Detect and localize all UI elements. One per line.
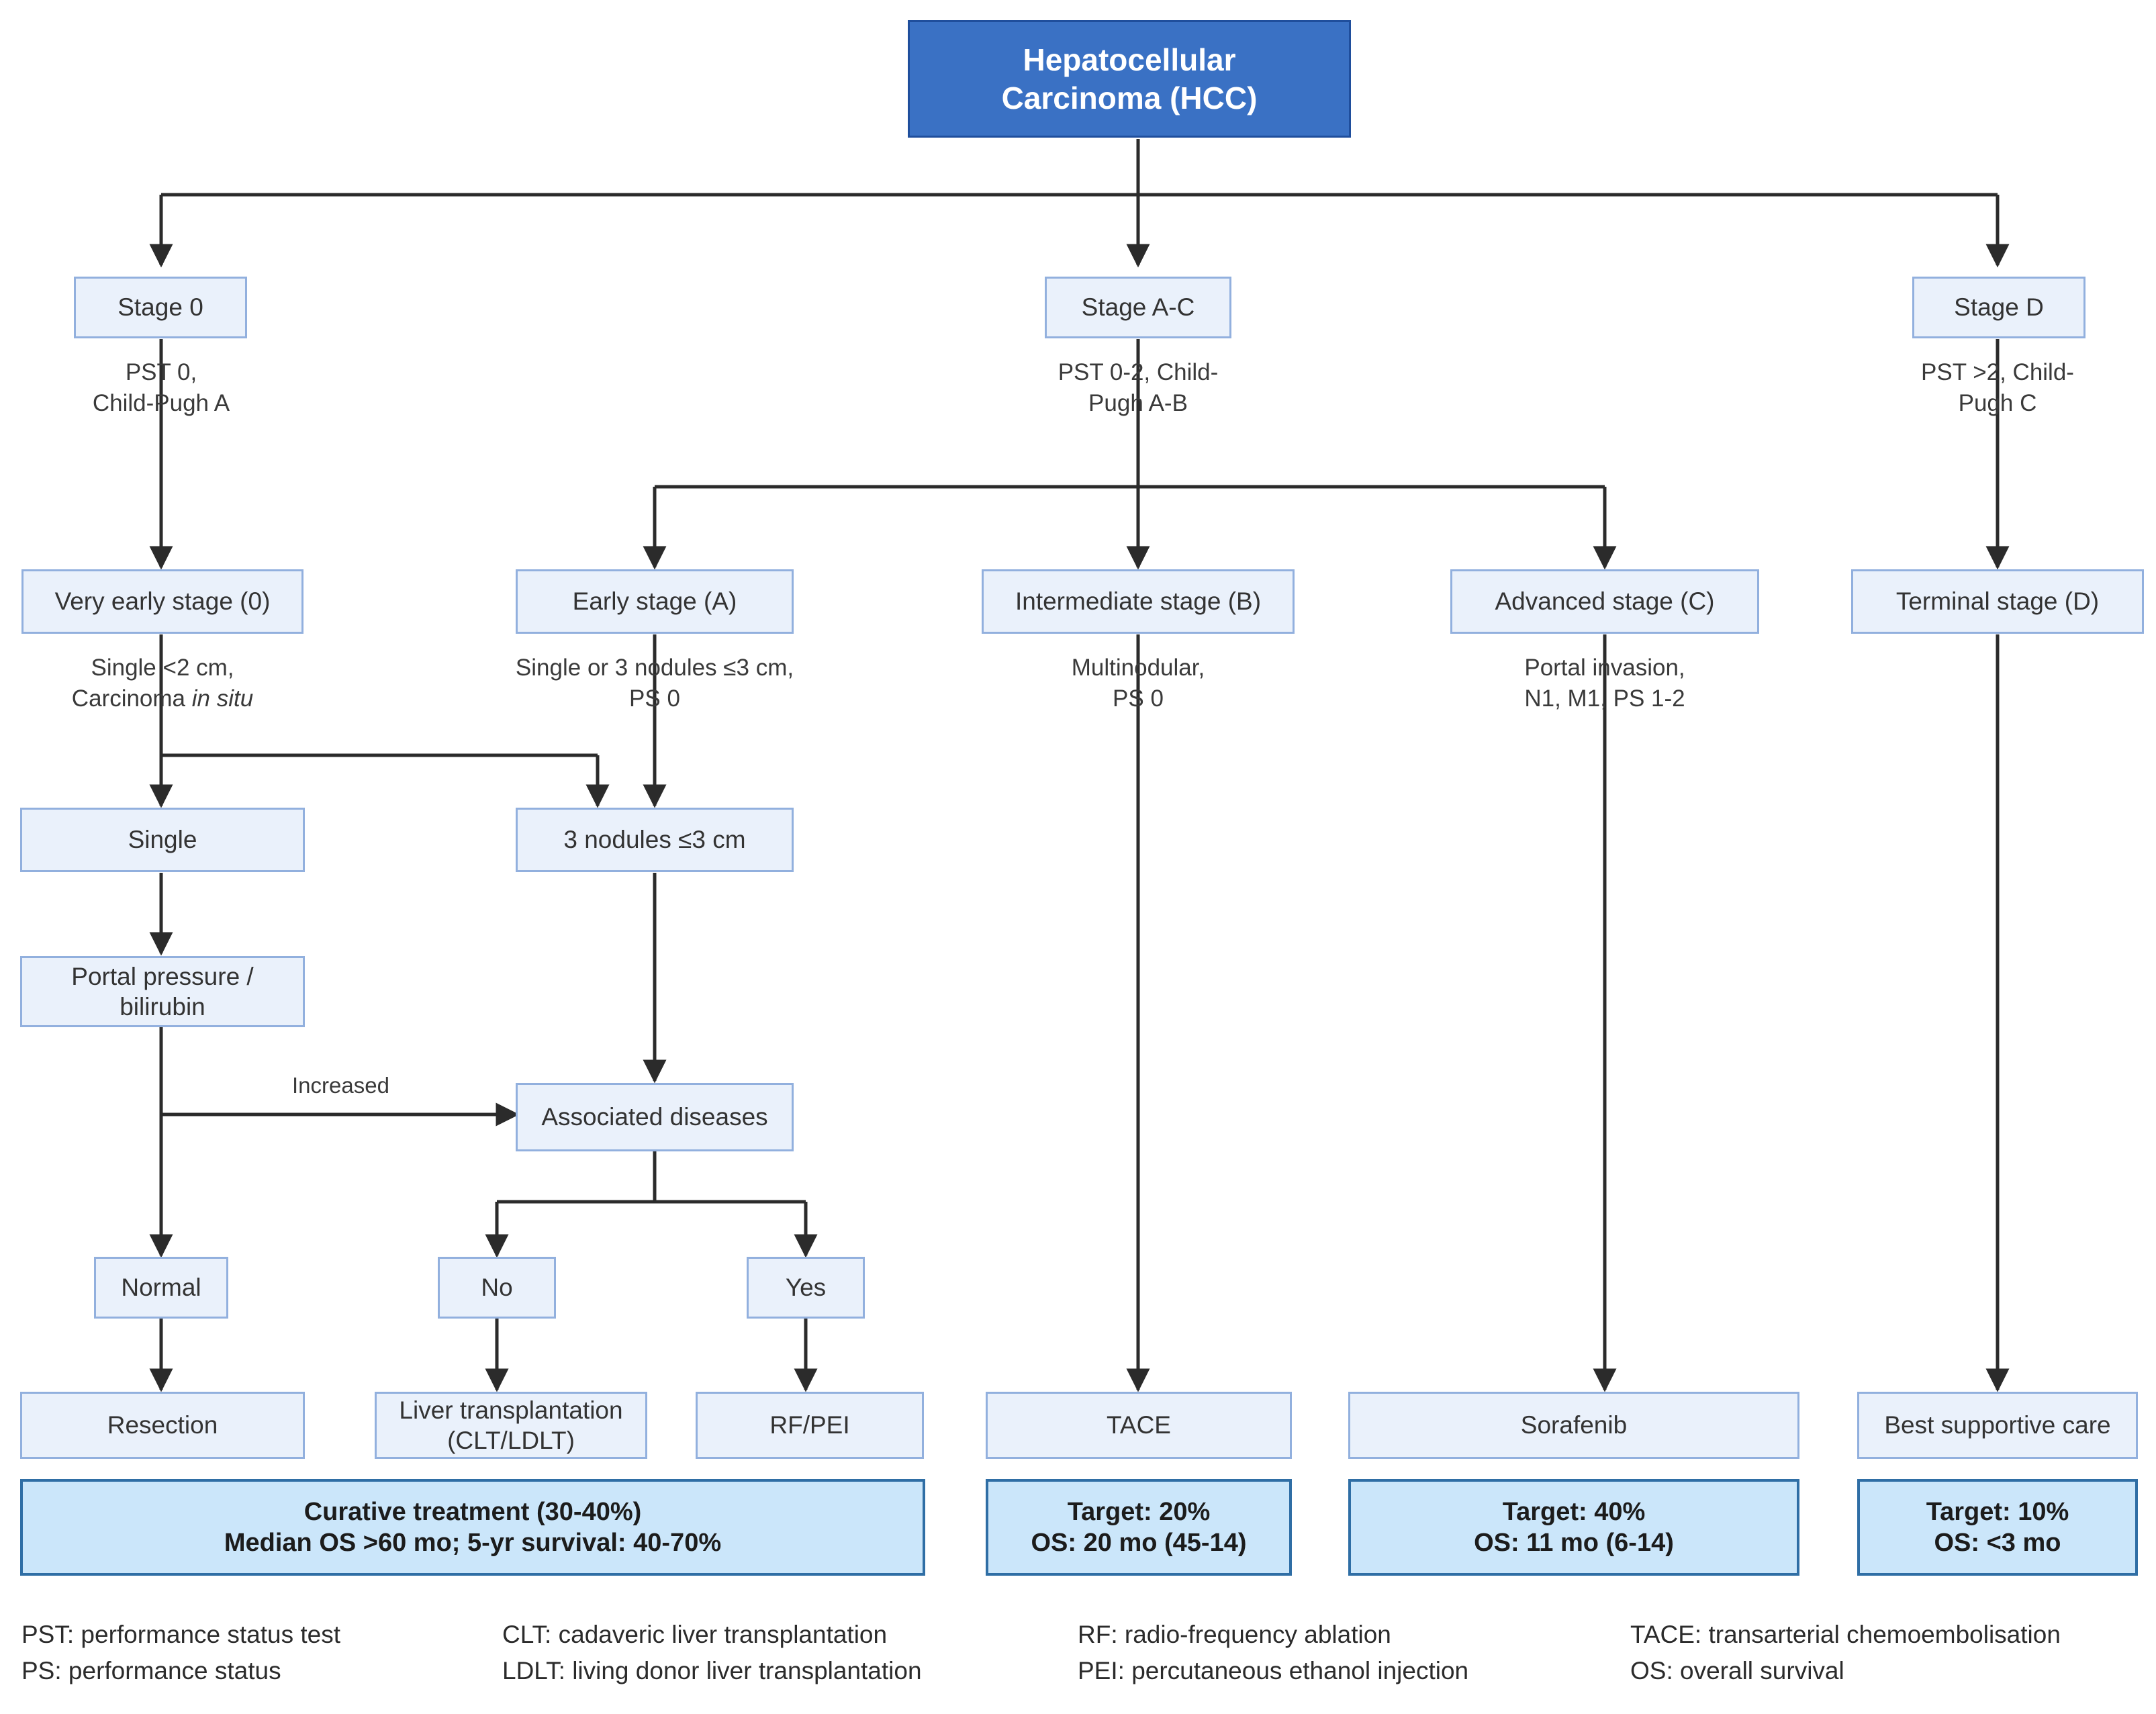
node-best-supportive-care[interactable]: Best supportive care (1857, 1392, 2138, 1459)
node-early-stage-label: Early stage (A) (572, 587, 737, 616)
node-terminal-stage[interactable]: Terminal stage (D) (1851, 569, 2144, 634)
outcome-bar-tace: Target: 20%OS: 20 mo (45-14) (986, 1479, 1292, 1576)
node-associated-diseases[interactable]: Associated diseases (516, 1083, 794, 1151)
node-associated-diseases-label: Associated diseases (541, 1103, 768, 1131)
legend-line: PEI: percutaneous ethanol injection (1078, 1656, 1469, 1684)
node-tace[interactable]: TACE (986, 1392, 1292, 1459)
node-very-early-stage-label: Very early stage (0) (54, 587, 271, 616)
node-normal-label: Normal (121, 1274, 201, 1302)
node-yes[interactable]: Yes (747, 1257, 865, 1319)
legend-line: CLT: cadaveric liver transplantation (502, 1621, 888, 1648)
node-portal-pressure-bilirubin-label: Portal pressure /bilirubin (71, 962, 254, 1020)
legend-line: LDLT: living donor liver transplantation (502, 1656, 922, 1684)
node-liver-transplantation[interactable]: Liver transplantation(CLT/LDLT) (375, 1392, 647, 1459)
outcome-bar-bsc-label: Target: 10%OS: <3 mo (1926, 1497, 2069, 1557)
legend-line: OS: overall survival (1630, 1656, 1844, 1684)
node-best-supportive-care-label: Best supportive care (1884, 1411, 2111, 1439)
caption-very-early-stage: Single <2 cm,Carcinoma in situ (71, 655, 254, 712)
node-terminal-stage-label: Terminal stage (D) (1895, 587, 2100, 616)
node-resection-label: Resection (107, 1411, 218, 1439)
node-intermediate-stage-label: Intermediate stage (B) (1015, 587, 1262, 616)
node-sorafenib[interactable]: Sorafenib (1348, 1392, 1799, 1459)
outcome-bar-sorafenib: Target: 40%OS: 11 mo (6-14) (1348, 1479, 1799, 1576)
node-stage-d-label: Stage D (1954, 293, 2044, 322)
caption-advanced-stage: Portal invasion,N1, M1, PS 1-2 (1524, 655, 1685, 712)
edge-label-increased: Increased (292, 1073, 389, 1098)
node-no-label: No (481, 1274, 513, 1302)
legend-line: RF: radio-frequency ablation (1078, 1621, 1391, 1648)
node-rf-pei-label: RF/PEI (769, 1411, 850, 1439)
node-normal[interactable]: Normal (94, 1257, 228, 1319)
node-stage-a-c-label: Stage A-C (1081, 293, 1195, 322)
node-resection[interactable]: Resection (20, 1392, 305, 1459)
legend-column-3: RF: radio-frequency ablation PEI: percut… (1078, 1617, 1468, 1688)
legend-line: PS: performance status (21, 1656, 281, 1684)
node-single-label: Single (128, 826, 197, 854)
legend-column-4: TACE: transarterial chemoembolisation OS… (1630, 1617, 2061, 1688)
caption-early-stage: Single or 3 nodules ≤3 cm,PS 0 (515, 655, 794, 712)
outcome-bar-curative: Curative treatment (30-40%)Median OS >60… (20, 1479, 925, 1576)
node-liver-transplantation-label: Liver transplantation(CLT/LDLT) (399, 1396, 623, 1454)
node-portal-pressure-bilirubin[interactable]: Portal pressure /bilirubin (20, 956, 305, 1027)
node-tace-label: TACE (1107, 1411, 1171, 1439)
node-single[interactable]: Single (20, 808, 305, 872)
node-no[interactable]: No (438, 1257, 556, 1319)
caption-stage-d: PST >2, Child-Pugh C (1921, 359, 2074, 416)
legend-line: PST: performance status test (21, 1621, 341, 1648)
node-stage-0[interactable]: Stage 0 (74, 277, 247, 338)
outcome-bar-curative-label: Curative treatment (30-40%)Median OS >60… (224, 1497, 722, 1557)
legend-column-1: PST: performance status test PS: perform… (21, 1617, 340, 1688)
node-intermediate-stage[interactable]: Intermediate stage (B) (982, 569, 1295, 634)
caption-stage-0: PST 0,Child-Pugh A (92, 359, 230, 416)
node-stage-d[interactable]: Stage D (1912, 277, 2085, 338)
node-3-nodules[interactable]: 3 nodules ≤3 cm (516, 808, 794, 872)
node-advanced-stage-label: Advanced stage (C) (1495, 587, 1715, 616)
outcome-bar-bsc: Target: 10%OS: <3 mo (1857, 1479, 2138, 1576)
node-yes-label: Yes (785, 1274, 827, 1302)
legend-line: TACE: transarterial chemoembolisation (1630, 1621, 2061, 1648)
node-3-nodules-label: 3 nodules ≤3 cm (563, 826, 746, 854)
caption-intermediate-stage: Multinodular,PS 0 (1071, 655, 1205, 712)
outcome-bar-sorafenib-label: Target: 40%OS: 11 mo (6-14) (1474, 1497, 1674, 1557)
node-advanced-stage[interactable]: Advanced stage (C) (1450, 569, 1759, 634)
node-sorafenib-label: Sorafenib (1520, 1411, 1628, 1439)
node-stage-0-label: Stage 0 (118, 293, 203, 322)
node-stage-a-c[interactable]: Stage A-C (1045, 277, 1231, 338)
legend-column-2: CLT: cadaveric liver transplantation LDL… (502, 1617, 922, 1688)
node-rf-pei[interactable]: RF/PEI (696, 1392, 924, 1459)
node-very-early-stage[interactable]: Very early stage (0) (21, 569, 303, 634)
outcome-bar-tace-label: Target: 20%OS: 20 mo (45-14) (1031, 1497, 1247, 1557)
node-early-stage[interactable]: Early stage (A) (516, 569, 794, 634)
caption-stage-a-c: PST 0-2, Child-Pugh A-B (1058, 359, 1219, 416)
